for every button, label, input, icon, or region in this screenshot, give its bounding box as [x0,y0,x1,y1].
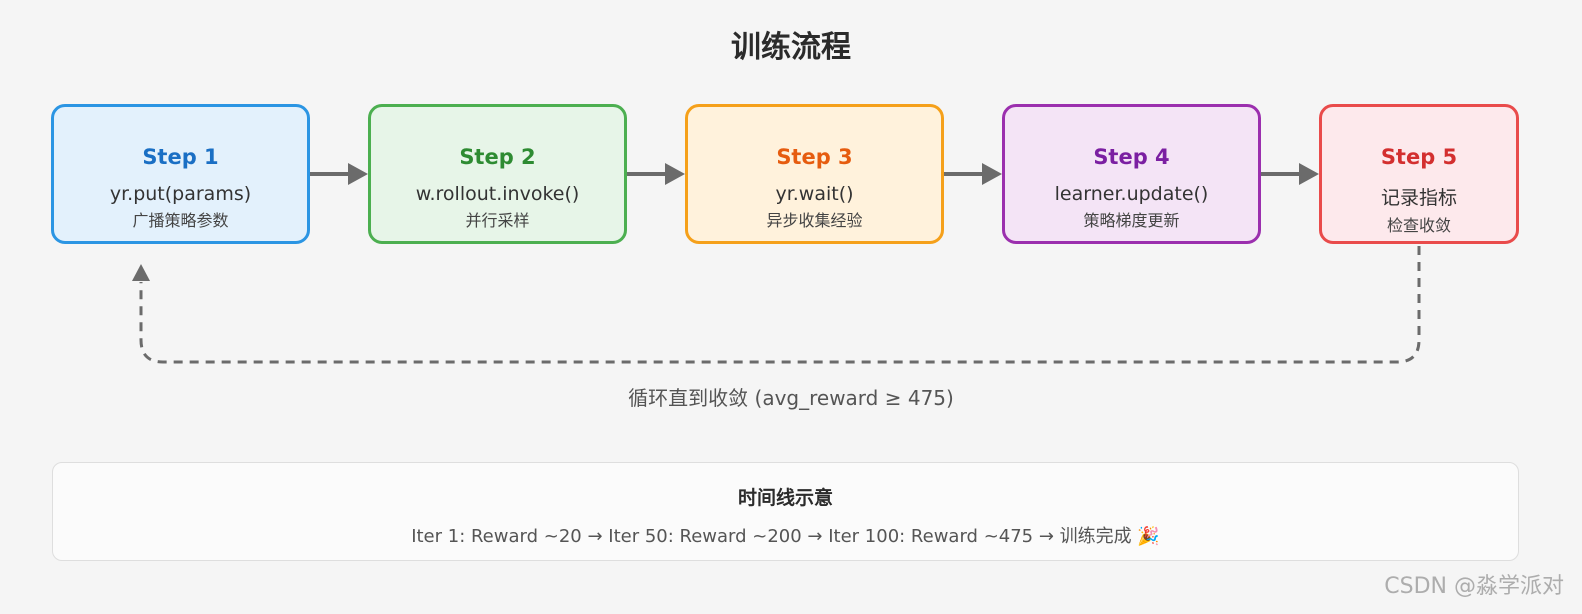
step-code: learner.update() [1054,183,1209,205]
step-code: yr.put(params) [109,183,252,205]
loop-back-arrow [132,246,1421,364]
step-description: 异步收集经验 [766,211,863,230]
step-code: w.rollout.invoke() [415,183,580,205]
arrow-step1-to-step2 [310,163,368,185]
arrow-step2-to-step3 [627,163,685,185]
step-code: yr.wait() [775,183,854,205]
diagram-title: 训练流程 [731,30,851,65]
arrow-step3-to-step4 [944,163,1002,185]
step-label: Step 1 [142,145,219,169]
loop-label: 循环直到收敛 (avg_reward ≥ 475) [628,386,954,410]
step-5-box: Step 5 记录指标 检查收敛 [1319,104,1519,244]
step-description: 策略梯度更新 [1083,211,1180,230]
timeline-panel: 时间线示意 Iter 1: Reward ~20 → Iter 50: Rewa… [52,462,1519,561]
step-description: 广播策略参数 [132,211,229,230]
arrow-step4-to-step5 [1261,163,1319,185]
step-4-box: Step 4 learner.update() 策略梯度更新 [1002,104,1261,244]
timeline-title: 时间线示意 [737,487,833,509]
step-code: 记录指标 [1380,187,1457,209]
step-label: Step 4 [1093,145,1170,169]
step-description: 并行采样 [465,211,530,230]
timeline-text: Iter 1: Reward ~20 → Iter 50: Reward ~20… [411,526,1160,547]
step-description: 检查收敛 [1386,216,1451,235]
step-label: Step 3 [776,145,853,169]
step-3-box: Step 3 yr.wait() 异步收集经验 [685,104,944,244]
step-2-box: Step 2 w.rollout.invoke() 并行采样 [368,104,627,244]
step-1-box: Step 1 yr.put(params) 广播策略参数 [51,104,310,244]
step-label: Step 2 [459,145,536,169]
watermark: CSDN @淼学派对 [1384,574,1564,599]
step-label: Step 5 [1380,145,1458,169]
